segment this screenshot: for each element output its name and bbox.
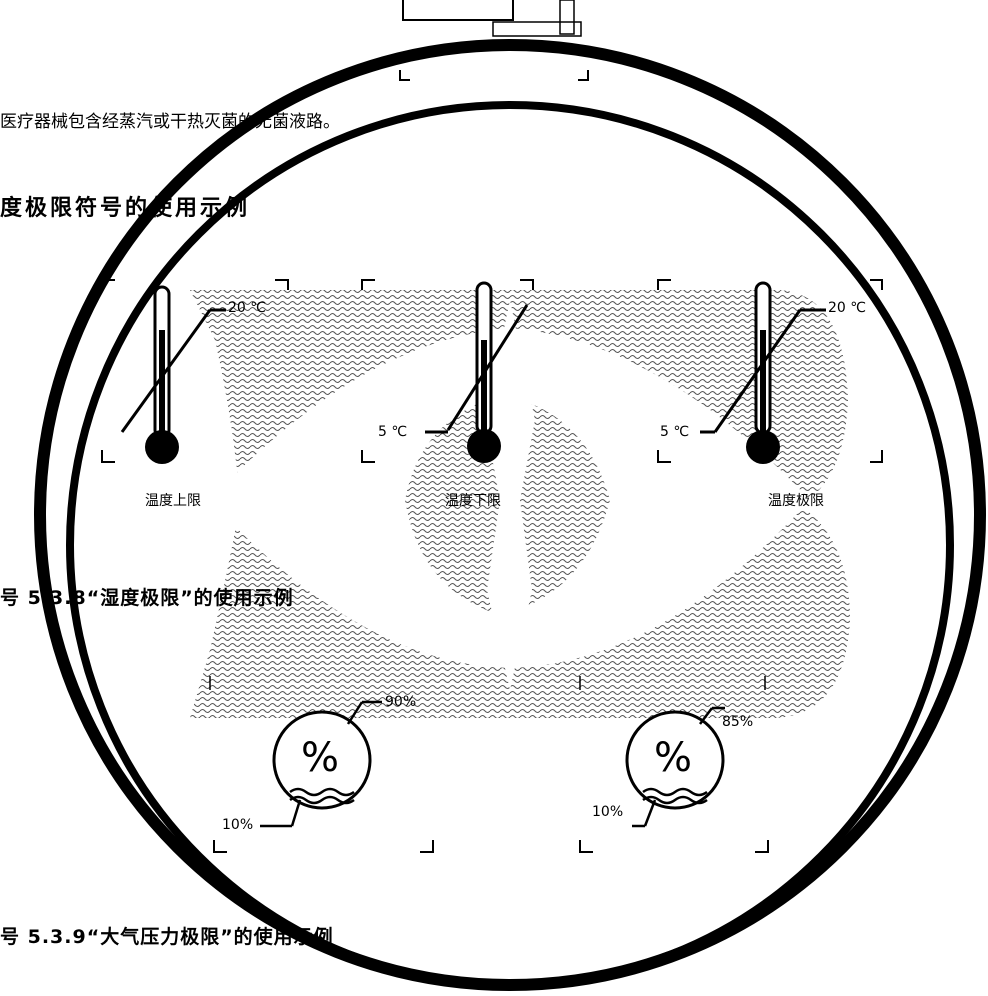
- humidity-symbol-1: %: [301, 735, 339, 781]
- humidity-upper-2: 85%: [722, 714, 753, 730]
- humidity-symbol-2: %: [654, 735, 692, 781]
- temp-label-2: 温度下限: [445, 490, 501, 510]
- figure-caption-temp: 号 5.3.8“湿度极限”的使用示例: [0, 583, 294, 610]
- figure-caption-pressure: 号 5.3.9“大气压力极限”的使用示例: [0, 922, 334, 949]
- humidity-upper-1: 90%: [385, 694, 416, 710]
- temp-lower-value-3: 5 ℃: [660, 424, 689, 440]
- body-text-line: 医疗器械包含经蒸汽或干热灭菌的无菌液路。: [0, 107, 340, 132]
- temp-label-3: 温度极限: [768, 490, 824, 510]
- temp-upper-value-1: 20 ℃: [228, 300, 266, 316]
- section-heading: 度极限符号的使用示例: [0, 190, 250, 222]
- temp-upper-value-3: 20 ℃: [828, 300, 866, 316]
- temp-label-1: 温度上限: [145, 490, 201, 510]
- temp-lower-value-2: 5 ℃: [378, 424, 407, 440]
- humidity-lower-2: 10%: [592, 804, 623, 820]
- humidity-lower-1: 10%: [222, 817, 253, 833]
